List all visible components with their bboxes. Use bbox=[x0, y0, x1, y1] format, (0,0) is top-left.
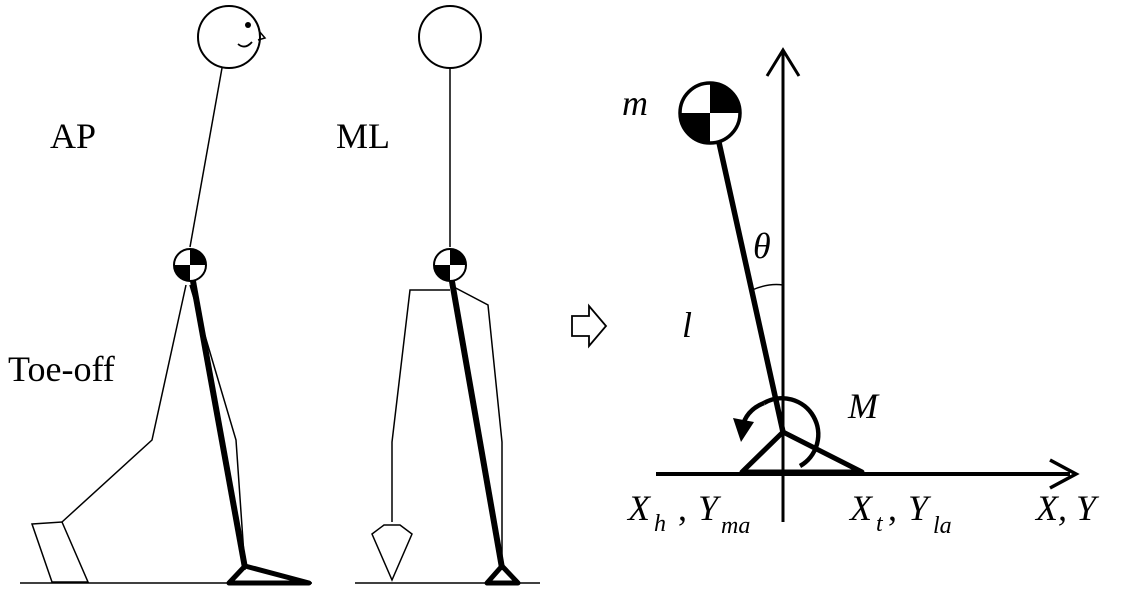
ml-stance-leg bbox=[447, 269, 505, 569]
angle-label: θ bbox=[753, 226, 771, 266]
ap-mouth bbox=[237, 41, 253, 48]
angle-arc bbox=[751, 283, 784, 291]
toe-separator: , bbox=[888, 488, 897, 528]
heel-x-label: X bbox=[626, 488, 652, 528]
ml-left-foot bbox=[371, 524, 413, 582]
toe-y-label: Y bbox=[908, 488, 932, 528]
vertical-axis-arrowhead bbox=[765, 47, 801, 77]
com-marker-icon bbox=[433, 248, 467, 282]
horizontal-axis-arrowhead bbox=[1049, 458, 1080, 490]
com-marker-icon bbox=[173, 248, 207, 282]
ap-swing-leg bbox=[61, 284, 187, 523]
ap-figure: AP Toe-off bbox=[8, 5, 312, 586]
ap-nose bbox=[257, 30, 267, 41]
toe-x-subscript: t bbox=[876, 511, 884, 537]
ml-figure: ML bbox=[336, 5, 521, 586]
moment-label: M bbox=[847, 386, 880, 426]
length-label: l bbox=[682, 305, 692, 345]
ap-trunk bbox=[189, 67, 223, 248]
ap-label: AP bbox=[50, 116, 96, 156]
ap-stance-foot bbox=[226, 563, 312, 586]
toe-y-subscript: la bbox=[933, 513, 952, 539]
heel-y-label: Y bbox=[698, 488, 722, 528]
moment-arrowhead bbox=[733, 418, 754, 442]
toe-x-label: X bbox=[848, 488, 874, 528]
ap-swing-foot bbox=[30, 521, 90, 583]
axis-label: X, Y bbox=[1034, 488, 1100, 528]
foot-triangle bbox=[739, 429, 865, 475]
toe-off-label: Toe-off bbox=[8, 349, 115, 389]
heel-y-subscript: ma bbox=[721, 513, 750, 539]
ml-left-leg bbox=[391, 289, 450, 522]
right-arrow-icon bbox=[571, 303, 608, 349]
ap-head bbox=[197, 5, 261, 69]
ml-stance-foot bbox=[484, 563, 521, 586]
mass-label: m bbox=[622, 83, 648, 123]
heel-x-subscript: h bbox=[654, 511, 666, 537]
ap-stance-leg bbox=[188, 269, 248, 569]
ml-right-leg-outline bbox=[449, 284, 503, 570]
ap-eye bbox=[245, 22, 251, 28]
moment-arc bbox=[762, 395, 821, 468]
ml-label: ML bbox=[336, 116, 390, 156]
pendulum-rod bbox=[715, 137, 786, 433]
pendulum-model: m θ l M X h , Y ma X t , Y la X, Y bbox=[622, 47, 1100, 539]
com-marker-icon bbox=[678, 81, 742, 145]
heel-separator: , bbox=[678, 488, 687, 528]
ml-head bbox=[418, 5, 482, 69]
